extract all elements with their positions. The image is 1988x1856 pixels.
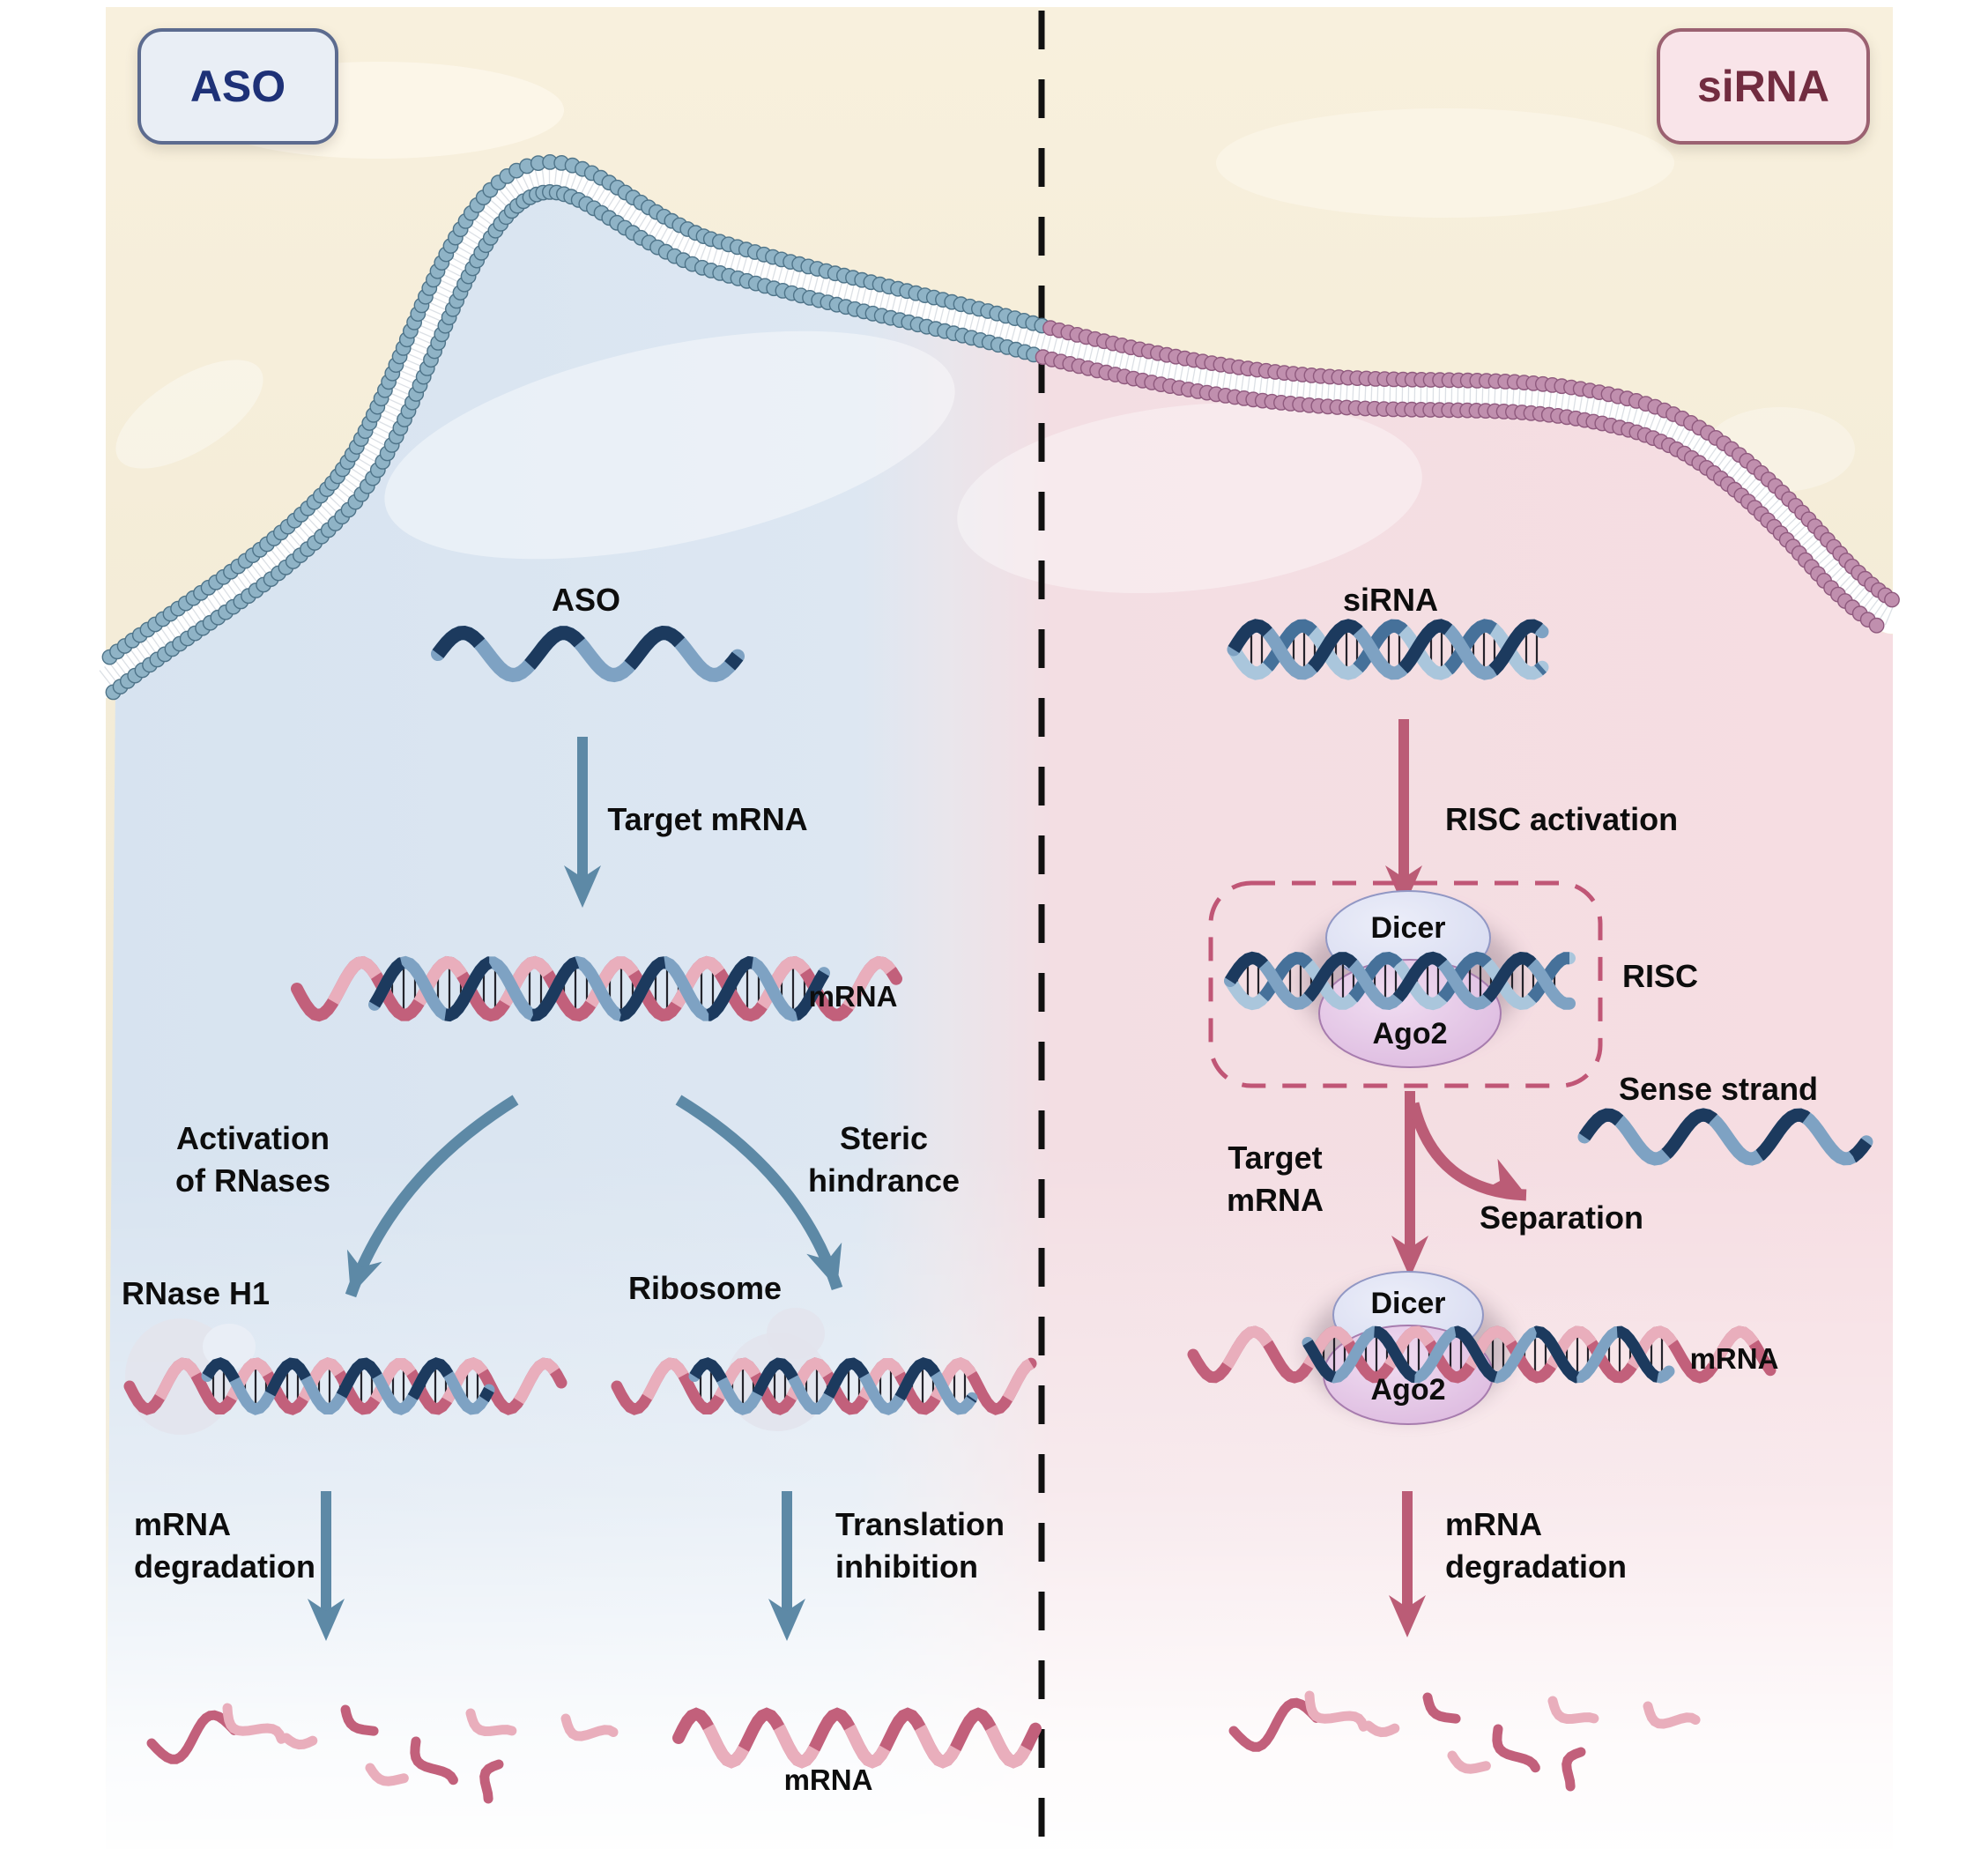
cell-membrane-bilayer [86, 153, 1909, 701]
risc-dashed-box [1208, 880, 1603, 1088]
background [106, 7, 1893, 1849]
aso-pathway [123, 626, 1042, 1804]
sirna-pathway [1187, 619, 1873, 1792]
